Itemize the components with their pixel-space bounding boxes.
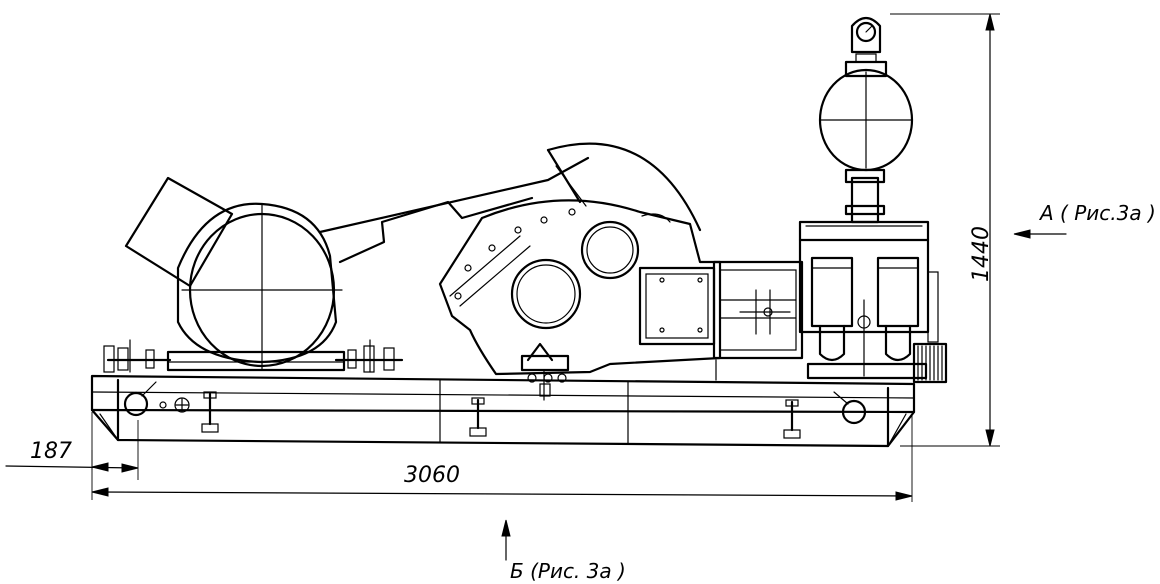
anchor-bolt: [783, 399, 801, 439]
belt-guard: [318, 142, 702, 264]
anchor-bolt: [469, 397, 487, 437]
view-b-label: Б (Рис. 3а ): [510, 559, 626, 583]
view-a-label: А ( Рис.3а ): [1038, 201, 1156, 225]
electric-motor: [103, 176, 404, 373]
base-frame: [90, 374, 916, 448]
dimension-offset: 187: [30, 439, 72, 464]
pulsation-dampener: [818, 68, 914, 172]
dimension-lines: [5, 13, 1067, 561]
dimension-overall-length: 3060: [404, 463, 460, 488]
pressure-gauge-icon: [850, 16, 882, 54]
anchor-bolt: [201, 391, 219, 433]
tension-screw-left: [103, 339, 172, 373]
tension-screw-right: [334, 339, 404, 373]
side-fins: [912, 342, 948, 384]
crosshead-frame: [638, 260, 804, 381]
fluid-end: [798, 220, 948, 384]
power-end-housing: [438, 199, 722, 401]
dimension-height: 1440: [969, 226, 994, 282]
discharge-assembly: [818, 16, 914, 224]
